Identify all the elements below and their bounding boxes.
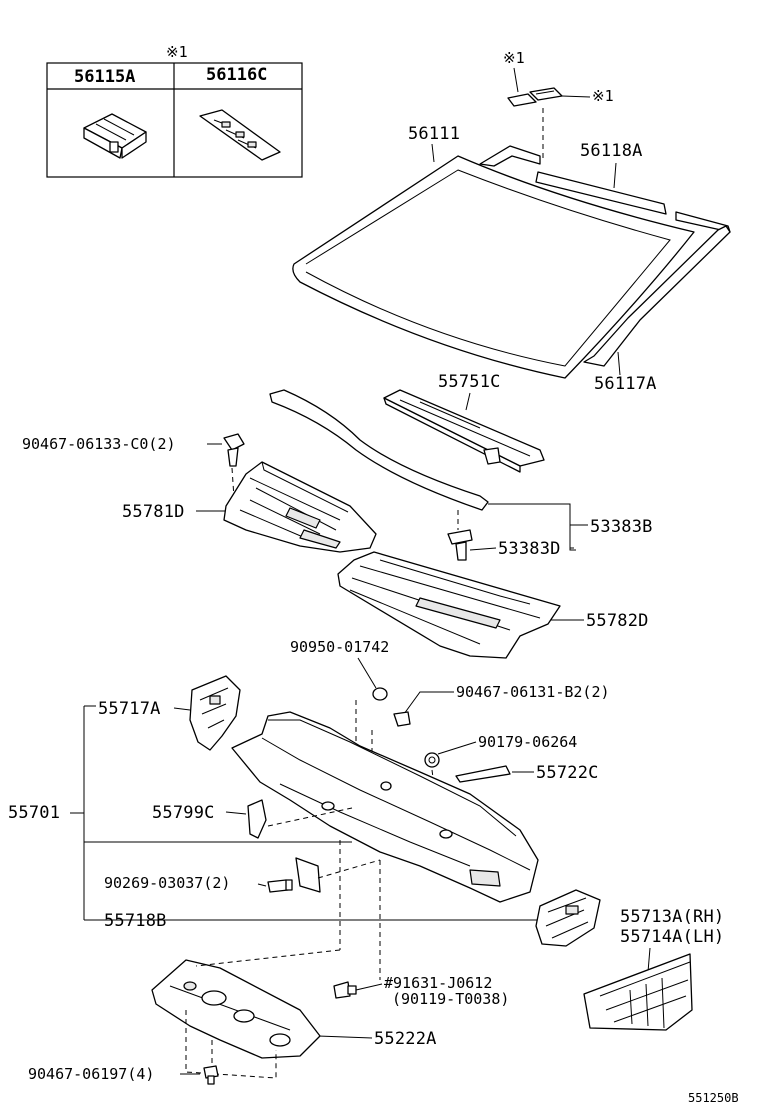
pad-55799c [247, 799, 267, 839]
clip-top-right [529, 87, 563, 101]
label-90467-06197: 90467-06197(4) [28, 1065, 154, 1083]
label-55714a: 55714A(LH) [620, 927, 724, 947]
nut-90179 [424, 752, 440, 768]
windshield-glass [292, 155, 695, 379]
cowl-louver-rh [337, 551, 561, 659]
clip-90467-06133 [223, 433, 245, 467]
label-55222a: 55222A [374, 1029, 437, 1049]
panel-55713a [583, 953, 693, 1031]
label-90179-06264: 90179-06264 [478, 733, 577, 751]
label-55781d: 55781D [122, 502, 185, 522]
spacer-90269 [295, 857, 321, 893]
label-55722c: 55722C [536, 763, 599, 783]
clip-53383d [447, 529, 473, 561]
label-55751c: 55751C [438, 372, 501, 392]
clip-90467-06197 [203, 1065, 219, 1085]
moulding-upper [479, 145, 731, 233]
note-top-b: ※1 [592, 87, 614, 105]
label-55713a: 55713A(RH) [620, 907, 724, 927]
clip-56115a-drawing [83, 113, 147, 159]
label-90950-01742: 90950-01742 [290, 638, 389, 656]
label-90467-06131: 90467-06131-B2(2) [456, 683, 610, 701]
cowl-panel-main [231, 711, 539, 903]
label-56118a: 56118A [580, 141, 643, 161]
screw-90269 [267, 879, 293, 893]
clip-56116c-drawing [199, 109, 281, 161]
bracket-55717a [189, 675, 241, 751]
label-53383b: 53383B [590, 517, 653, 537]
rod-55722c [455, 765, 511, 783]
label-56117a: 56117A [594, 374, 657, 394]
seal-55751c [383, 389, 545, 473]
clip-90467-06131 [393, 711, 411, 727]
note-top-a: ※1 [503, 49, 525, 67]
bolt-91631 [333, 981, 357, 999]
inset-header-56116c: 56116C [206, 65, 267, 85]
label-55799c: 55799C [152, 803, 215, 823]
label-55718b: 55718B [104, 911, 167, 931]
label-55701: 55701 [8, 803, 60, 823]
label-90119-t0038: (90119-T0038) [392, 990, 509, 1008]
label-90467-06133: 90467-06133-C0(2) [22, 435, 176, 453]
label-55782d: 55782D [586, 611, 649, 631]
label-55717a: 55717A [98, 699, 161, 719]
panel-55222a [151, 959, 321, 1059]
label-53383d: 53383D [498, 539, 561, 559]
bracket-55718b [535, 889, 601, 947]
cowl-louver-lh [223, 461, 377, 553]
diagram-id: 551250B [688, 1091, 739, 1105]
label-90269-03037: 90269-03037(2) [104, 874, 230, 892]
inset-header-56115a: 56115A [74, 67, 135, 87]
clip-top-left [507, 93, 537, 107]
inset-note: ※1 [166, 43, 188, 61]
label-56111: 56111 [408, 124, 460, 144]
weatherstrip-strip [269, 389, 489, 511]
moulding-side [583, 225, 731, 367]
grommet-90950 [372, 687, 388, 701]
label-91631-j0612: #91631-J0612 [384, 974, 492, 992]
